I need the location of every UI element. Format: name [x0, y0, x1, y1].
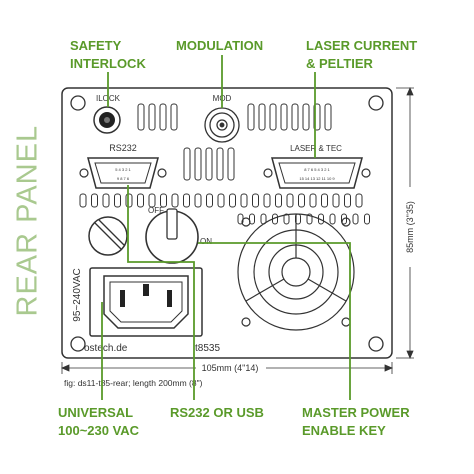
vent-slot	[283, 213, 290, 225]
vent-slot	[280, 103, 288, 131]
vent-slot	[114, 193, 121, 208]
vent-slot	[352, 213, 359, 225]
vent-slot	[291, 103, 299, 131]
fan-grille	[237, 213, 355, 331]
vent-slot	[102, 193, 110, 208]
vent-slot	[160, 193, 167, 208]
mounting-hole-bottom-right	[368, 336, 384, 352]
db9-pins-top: 5 4 3 2 1	[115, 167, 131, 172]
model-label: t8535	[195, 343, 220, 354]
vent-slot	[217, 193, 225, 208]
db15-pins-bottom: 15 14 13 12 11 10 9	[299, 176, 335, 181]
callout-rs232-text: RS232 OR USB	[170, 405, 264, 420]
vent-slot	[258, 103, 266, 131]
leader-rs232	[127, 185, 195, 400]
vent-slot	[205, 147, 213, 181]
vent-slot	[148, 193, 156, 208]
vent-slot	[159, 103, 167, 131]
height-dimension-label: 85mm (3"35)	[405, 201, 415, 253]
callout-laser-line-1: LASER CURRENT	[306, 38, 418, 53]
key-switch	[145, 208, 199, 264]
callout-modulation: MODULATION	[176, 37, 263, 55]
vent-slot	[229, 193, 236, 208]
brand-label: ostech.de	[84, 343, 128, 354]
ilock-connector	[93, 106, 121, 134]
vent-slots	[79, 103, 370, 225]
vent-slot	[286, 193, 294, 208]
callout-master-line-1: MASTER POWER	[302, 405, 410, 420]
rear-panel-title: REAR PANEL	[11, 124, 44, 317]
vent-slot	[344, 193, 351, 208]
vent-slot	[148, 103, 156, 131]
vent-slot	[309, 193, 317, 208]
vent-slot	[275, 193, 282, 208]
on-label: ON	[200, 237, 212, 246]
vent-slot	[194, 147, 202, 181]
leader-master	[198, 242, 351, 400]
vent-slot	[91, 193, 98, 208]
callout-master-line-2: ENABLE KEY	[302, 423, 386, 438]
vent-slot	[137, 103, 145, 131]
vent-slot	[247, 103, 255, 131]
vent-slot	[79, 193, 87, 208]
vent-slot	[318, 213, 324, 225]
vent-slot	[227, 147, 235, 181]
vent-slot	[240, 193, 248, 208]
vent-slot	[183, 193, 190, 208]
mounting-hole-top-right	[368, 95, 384, 111]
width-dimension-label: 105mm (4"14)	[202, 363, 259, 373]
vent-slot	[263, 193, 271, 208]
callout-leader-lines	[101, 55, 351, 400]
callout-rs232-usb: RS232 OR USB	[170, 404, 264, 422]
vent-slot	[137, 193, 144, 208]
vent-slot	[269, 103, 277, 131]
fuse-holder	[88, 216, 128, 256]
figure-caption: fig: ds11-t85-rear; length 200mm (8")	[64, 378, 203, 388]
off-label: OFF	[148, 206, 164, 215]
vent-slot	[324, 103, 332, 131]
callout-master-power: MASTER POWER ENABLE KEY	[302, 404, 410, 440]
db9-pins-bottom: 9 8 7 6	[117, 176, 130, 181]
rs232-label: RS232	[109, 143, 137, 153]
callout-safety-interlock: SAFETY INTERLOCK	[70, 37, 146, 73]
vent-slot	[125, 193, 133, 208]
vent-slot	[364, 213, 370, 225]
mounting-hole-top-left	[70, 95, 86, 111]
vent-slot	[332, 193, 340, 208]
callout-laser-current: LASER CURRENT & PELTIER	[306, 37, 417, 73]
mounting-holes	[70, 95, 384, 352]
vent-slot	[206, 193, 213, 208]
db15-pins-top: 8 7 6 5 4 3 2 1	[304, 167, 330, 172]
vent-slot	[321, 193, 328, 208]
callout-modulation-text: MODULATION	[176, 38, 264, 53]
callout-universal: UNIVERSAL 100~230 VAC	[58, 404, 139, 440]
callout-universal-line-1: UNIVERSAL	[58, 405, 134, 420]
callout-safety-line-2: INTERLOCK	[70, 56, 146, 71]
vent-slot	[329, 213, 336, 225]
voltage-label: 95~240VAC	[72, 268, 83, 321]
db15-connector	[263, 157, 371, 189]
mounting-hole-bottom-left	[70, 336, 86, 352]
callout-universal-line-2: 100~230 VAC	[58, 423, 140, 438]
vent-slot	[252, 193, 259, 208]
vent-slot	[249, 213, 255, 225]
callout-laser-line-2: & PELTIER	[306, 56, 373, 71]
laser-tec-label: LASER & TEC	[290, 144, 342, 153]
vent-slot	[183, 147, 191, 181]
vent-slot	[216, 147, 224, 181]
vent-slot	[298, 193, 305, 208]
iec-power-inlet	[89, 267, 203, 337]
vent-slot	[171, 193, 179, 208]
vent-slot	[355, 193, 363, 208]
db9-connector	[79, 157, 167, 189]
vent-slot	[170, 103, 178, 131]
mod-bnc-connector	[204, 107, 240, 143]
vent-slot	[302, 103, 310, 131]
vent-slot	[306, 213, 313, 225]
vent-slot	[194, 193, 202, 208]
callout-safety-line-1: SAFETY	[70, 38, 122, 53]
